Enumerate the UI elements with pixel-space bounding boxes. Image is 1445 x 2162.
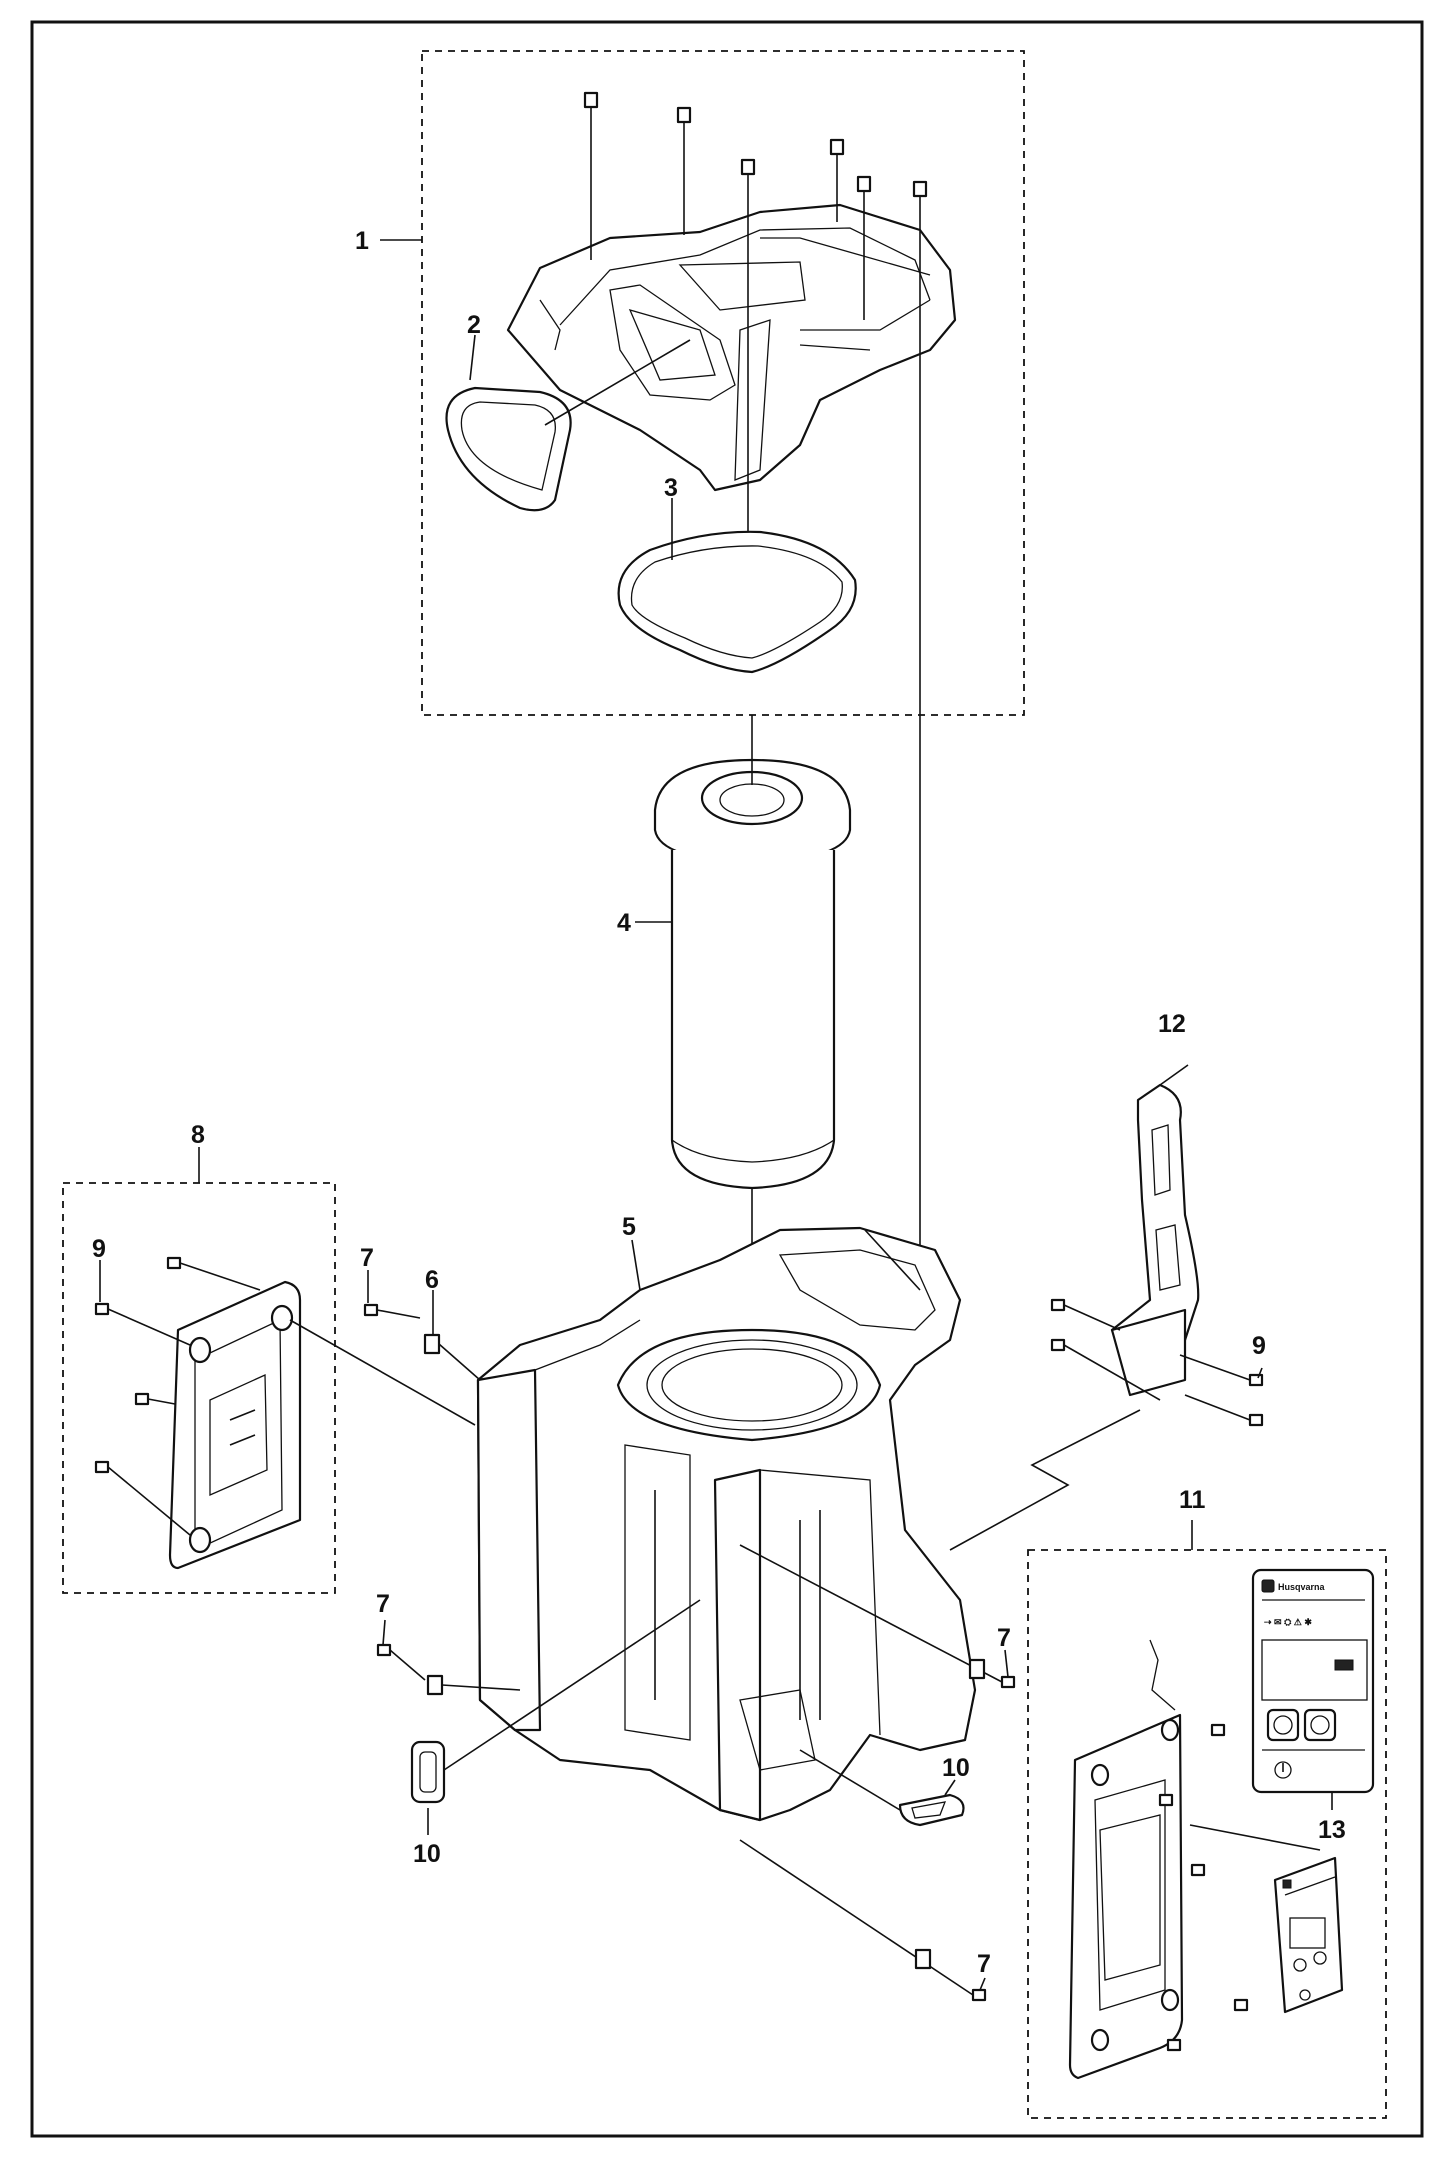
callout-5: 5 bbox=[622, 1213, 636, 1241]
grommet-left bbox=[410, 1599, 701, 1804]
top-cover bbox=[506, 203, 957, 492]
large-gasket bbox=[617, 530, 857, 674]
main-housing bbox=[476, 1226, 977, 1822]
cover-screws bbox=[583, 91, 928, 1290]
leader-lines bbox=[99, 239, 1333, 1991]
screw-icon bbox=[134, 1392, 176, 1406]
screw-icon bbox=[1050, 1298, 1121, 1331]
screw-icon bbox=[583, 91, 599, 260]
screw-icon bbox=[166, 1256, 261, 1291]
callout-13: 13 bbox=[1318, 1816, 1346, 1844]
callout-7-a: 7 bbox=[360, 1244, 374, 1272]
decal-brand: Husqvarna bbox=[1278, 1582, 1326, 1592]
diagram-frame bbox=[30, 20, 1424, 2138]
screw-icon bbox=[912, 180, 928, 1290]
control-decal: Husqvarna ⇢ ✉ ⛭ ⚠ ✱ bbox=[1251, 1568, 1375, 1794]
screw-icon bbox=[1158, 1793, 1174, 1807]
screw-icon bbox=[1210, 1723, 1226, 1737]
spacer-icon bbox=[968, 1658, 986, 1680]
callout-6: 6 bbox=[425, 1266, 439, 1294]
screw-icon bbox=[1050, 1338, 1161, 1401]
right-panel-screws bbox=[1158, 1723, 1321, 2052]
handle-screws bbox=[949, 1298, 1264, 1551]
husqvarna-logo-icon: Husqvarna bbox=[1261, 1579, 1326, 1593]
callout-10-a: 10 bbox=[942, 1754, 970, 1782]
decal-symbols: ⇢ ✉ ⛭ ⚠ ✱ bbox=[1264, 1617, 1312, 1627]
callout-8: 8 bbox=[191, 1121, 205, 1149]
callout-1: 1 bbox=[355, 227, 369, 255]
screw-icon bbox=[1166, 2038, 1182, 2052]
callout-3: 3 bbox=[664, 474, 678, 502]
screw-icon bbox=[1233, 1998, 1249, 2012]
callout-7-c: 7 bbox=[997, 1624, 1011, 1652]
screw-icon bbox=[363, 1303, 421, 1319]
group-box-11 bbox=[1027, 1549, 1387, 2119]
grommet-right bbox=[799, 1749, 965, 1827]
callout-2: 2 bbox=[467, 311, 481, 339]
callout-10-b: 10 bbox=[413, 1840, 441, 1868]
screw-icon bbox=[829, 138, 845, 222]
screw-icon bbox=[94, 1460, 191, 1536]
right-panel bbox=[1068, 1639, 1184, 2080]
callout-12: 12 bbox=[1158, 1010, 1186, 1038]
callout-7-d: 7 bbox=[977, 1950, 991, 1978]
cylinder-filter bbox=[653, 715, 852, 1330]
callout-9-b: 9 bbox=[1252, 1332, 1266, 1360]
spacer-icon bbox=[426, 1674, 521, 1696]
callout-labels: 1 2 3 4 5 6 7 8 9 12 9 11 7 7 10 13 10 7 bbox=[92, 227, 1346, 1978]
callout-11: 11 bbox=[1179, 1486, 1206, 1514]
callout-7-b: 7 bbox=[376, 1590, 390, 1618]
spacer-icon bbox=[423, 1333, 481, 1381]
screw-icon bbox=[739, 1839, 987, 2002]
callout-9-a: 9 bbox=[92, 1235, 106, 1263]
spacer-icon bbox=[914, 1948, 932, 1970]
screw-icon bbox=[94, 1302, 191, 1346]
housing-screws bbox=[363, 1303, 1016, 2002]
left-panel bbox=[168, 1280, 302, 1570]
control-decal-small bbox=[1273, 1856, 1344, 2014]
screw-icon bbox=[1179, 1354, 1264, 1387]
screw-icon bbox=[856, 175, 872, 320]
screw-icon bbox=[1184, 1394, 1264, 1427]
screw-icon bbox=[676, 106, 692, 235]
d-seal bbox=[445, 339, 691, 512]
group-box-1 bbox=[421, 50, 1025, 716]
callout-4: 4 bbox=[617, 909, 631, 937]
screw-icon bbox=[376, 1643, 426, 1681]
panel-screws-left bbox=[94, 1256, 476, 1536]
handle-strip bbox=[1110, 1083, 1200, 1397]
screw-icon bbox=[1190, 1863, 1206, 1877]
